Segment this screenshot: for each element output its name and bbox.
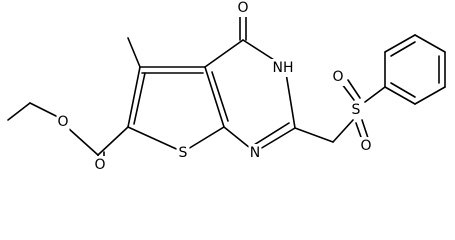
atom-label: NH [273, 60, 294, 76]
bond [390, 82, 416, 98]
bond [294, 127, 334, 143]
bond [384, 86, 416, 105]
bond [204, 66, 225, 128]
bond [182, 126, 225, 153]
bond [253, 122, 290, 146]
structure-canvas: O NH N S S O O O O [7, 0, 446, 173]
atom-label-background [93, 156, 107, 173]
bond-layer [7, 11, 446, 173]
bond [133, 72, 146, 125]
atom-label: N [250, 145, 260, 161]
atom-o-s2: O [359, 137, 373, 155]
bond [97, 126, 129, 156]
atom-o-s1: O [331, 68, 345, 86]
atom-label: S [352, 102, 361, 118]
atom-o-ester: O [56, 113, 70, 131]
bond [364, 86, 386, 103]
atom-nh: NH [271, 59, 295, 77]
bond [414, 34, 446, 53]
bond [384, 34, 416, 53]
bond [347, 79, 361, 99]
bond [67, 127, 99, 156]
bond [284, 66, 296, 129]
atom-label-background [236, 0, 250, 17]
atom-n: N [248, 144, 262, 162]
atom-label-background [331, 68, 345, 86]
atom-label: O [360, 138, 371, 154]
bond [414, 86, 446, 105]
atom-o-keto: O [236, 0, 250, 17]
bond [332, 119, 354, 143]
bond [204, 39, 244, 68]
atom-label-background [349, 101, 363, 119]
bond [341, 83, 355, 101]
molecule-drawing: O NH N S S O O O O [7, 0, 446, 173]
bond [127, 126, 184, 153]
bond [127, 37, 141, 68]
bond [390, 41, 416, 57]
bond [361, 119, 369, 139]
atom-s-ring: S [176, 144, 190, 162]
bond [254, 127, 296, 153]
atom-o-ester-dbl: O [93, 156, 107, 173]
bond [7, 102, 31, 121]
atom-label: O [332, 69, 343, 85]
atom-label: O [237, 0, 248, 16]
atom-label-background [271, 59, 295, 77]
atom-layer: O NH N S S O O O O [56, 0, 373, 173]
bond [211, 71, 229, 122]
atom-label: O [94, 157, 105, 173]
bond [29, 102, 59, 118]
bond [127, 66, 141, 128]
atom-label-background [248, 144, 262, 162]
atom-label-background [56, 113, 70, 131]
atom-label: S [179, 145, 188, 161]
atom-label: O [57, 114, 68, 130]
atom-label-background [176, 144, 190, 162]
atom-label-background [359, 137, 373, 155]
atom-s-sulfonyl: S [349, 101, 363, 119]
